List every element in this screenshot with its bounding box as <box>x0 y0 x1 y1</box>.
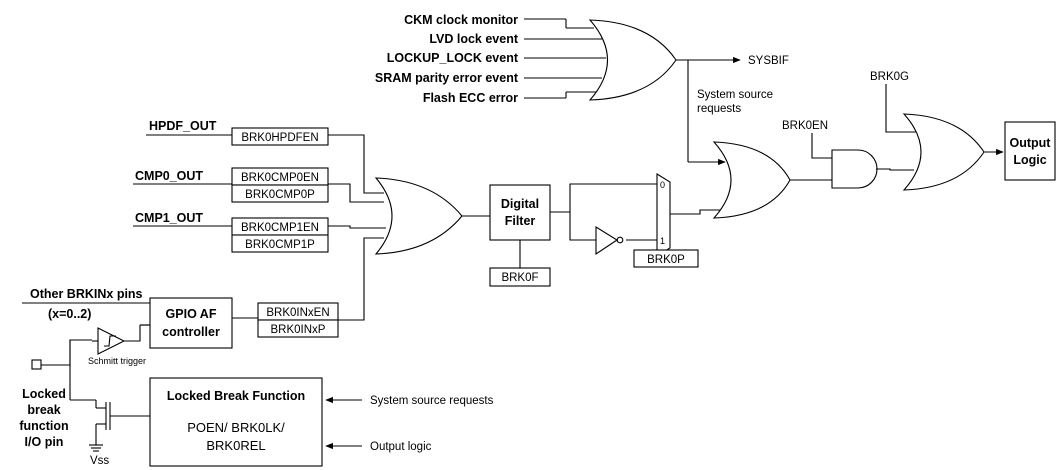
locked-pin-label-4: I/O pin <box>25 435 64 449</box>
locked-pin-label-2: break <box>27 403 60 417</box>
locked-pin-label-1: Locked <box>22 387 66 401</box>
output-logic-in-label: Output logic <box>370 441 432 453</box>
svg-text:BRK0CMP1P: BRK0CMP1P <box>245 239 315 251</box>
gpio-af-controller-block <box>149 297 233 349</box>
svg-text:BRK0F: BRK0F <box>501 272 538 284</box>
input-flash-ecc-error: Flash ECC error <box>423 91 518 105</box>
svg-text:Locked Break Function: Locked Break Function <box>167 389 305 403</box>
reg-brk0cmp0p <box>231 184 329 203</box>
input-hpdf-out: HPDF_OUT <box>149 119 217 133</box>
sys-src-req-label: System source requests <box>370 395 494 407</box>
system-source-or-gate <box>712 141 791 219</box>
schmitt-trigger-label: Schmitt trigger <box>88 356 146 366</box>
input-sram-parity-error: SRAM parity error event <box>375 71 519 85</box>
mux-input-1: 1 <box>660 236 665 246</box>
x-range-label: (x=0..2) <box>48 307 91 321</box>
brk0g-label: BRK0G <box>870 71 909 83</box>
input-cmp1-out: CMP1_OUT <box>135 211 203 225</box>
svg-text:BRK0INxP: BRK0INxP <box>271 324 326 336</box>
svg-text:GPIO AF: GPIO AF <box>166 307 217 321</box>
svg-text:BRK0CMP0P: BRK0CMP0P <box>245 189 315 201</box>
filter-output-wires <box>550 183 657 241</box>
inverter <box>595 226 619 256</box>
vss-label: Vss <box>90 455 109 467</box>
polarity-mux <box>656 173 671 257</box>
reg-brk0cmp1p <box>231 234 329 253</box>
reg-brk0p <box>633 249 699 268</box>
svg-text:BRK0CMP0EN: BRK0CMP0EN <box>241 172 319 184</box>
digital-filter-block <box>489 184 551 241</box>
input-cmp0-out: CMP0_OUT <box>135 169 203 183</box>
system-event-wires <box>524 18 606 99</box>
svg-text:controller: controller <box>162 325 220 339</box>
svg-text:BRK0CMP1EN: BRK0CMP1EN <box>241 222 319 234</box>
pull-down-transistor <box>69 365 150 452</box>
input-or-gate <box>374 177 463 255</box>
svg-text:BRK0INxEN: BRK0INxEN <box>266 307 329 319</box>
locked-break-function-block <box>149 377 323 467</box>
svg-text:Output: Output <box>1010 136 1052 150</box>
reg-brk0inxp <box>257 319 339 338</box>
mux-input-0: 0 <box>660 180 665 190</box>
input-lockup-lock-event: LOCKUP_LOCK event <box>387 51 519 65</box>
sysbif-label: SYSBIF <box>748 55 789 67</box>
system-source-requests-label-1: System source <box>697 89 773 101</box>
locked-break-io-pin <box>31 359 42 370</box>
brk0g-or-gate <box>902 113 985 191</box>
svg-text:BRK0P: BRK0P <box>647 254 685 266</box>
input-lvd-lock-event: LVD lock event <box>429 32 519 46</box>
svg-text:Digital: Digital <box>501 197 539 211</box>
svg-text:BRK0HPDFEN: BRK0HPDFEN <box>241 132 318 144</box>
input-ckm-clock-monitor: CKM clock monitor <box>404 13 518 27</box>
brk0en-label: BRK0EN <box>782 120 828 132</box>
register-to-or-wires <box>328 134 386 321</box>
reg-brk0f <box>489 267 551 287</box>
system-events-or-gate <box>588 19 677 101</box>
svg-text:POEN/ BRK0LK/: POEN/ BRK0LK/ <box>187 420 285 435</box>
locked-pin-label-3: function <box>19 419 68 433</box>
svg-text:BRK0REL: BRK0REL <box>206 438 265 453</box>
input-other-brkinx-pins: Other BRKINx pins <box>30 287 143 301</box>
reg-brk0hpdfen <box>231 127 329 146</box>
system-source-requests-label-2: requests <box>697 103 741 115</box>
output-logic-block <box>1004 121 1056 181</box>
schmitt-trigger <box>97 327 126 355</box>
brk0en-and-gate <box>831 149 878 189</box>
svg-text:Filter: Filter <box>505 214 536 228</box>
svg-text:Logic: Logic <box>1013 153 1046 167</box>
